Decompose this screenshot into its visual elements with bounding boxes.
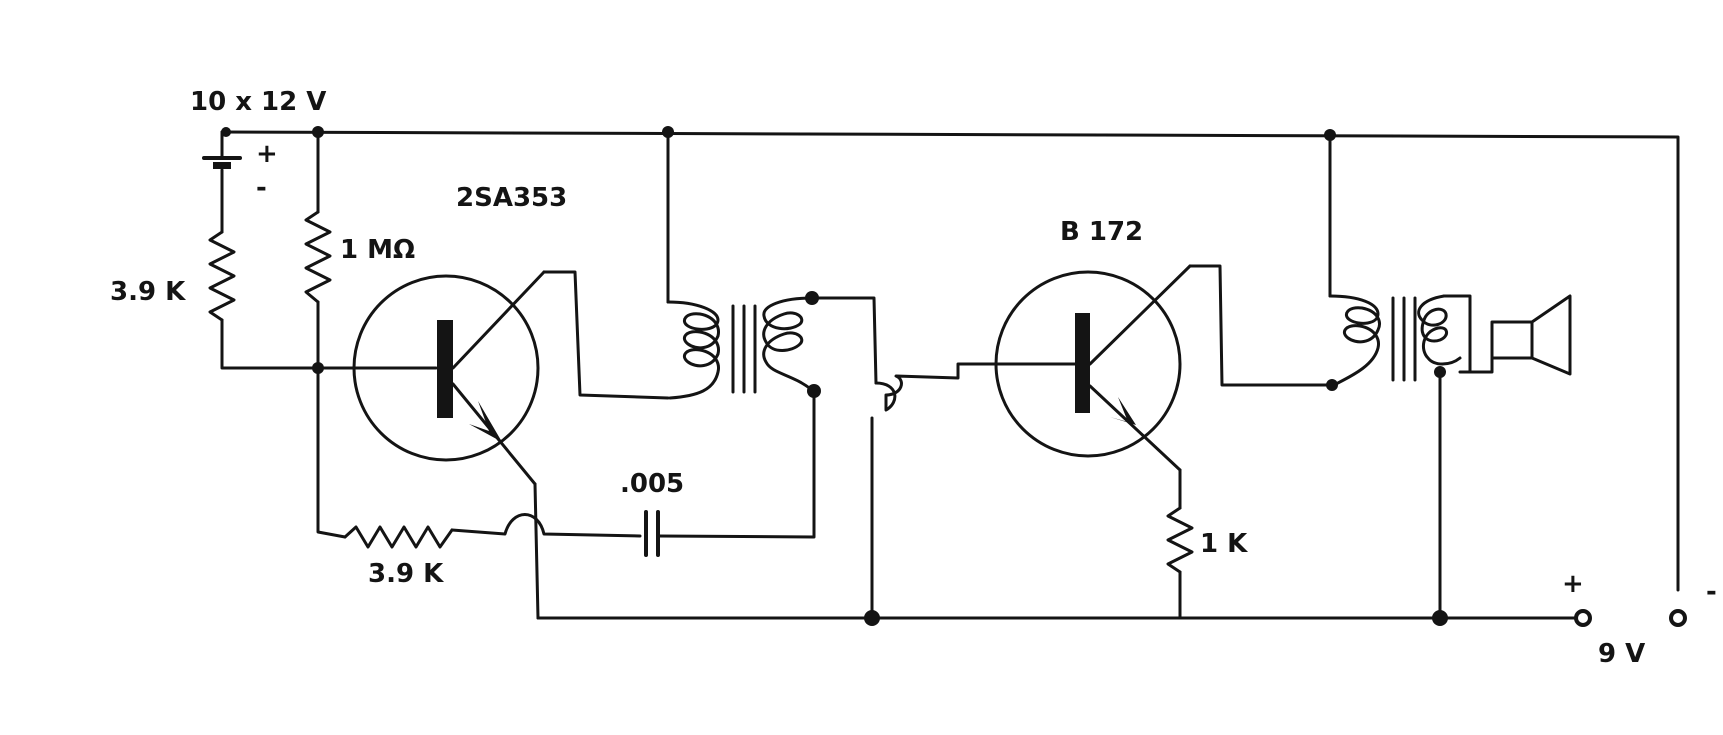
battery-minus-label: - — [256, 173, 267, 203]
r2-wire-bottom — [316, 300, 347, 539]
resistor-r1 — [208, 230, 236, 322]
r2-label: 1 MΩ — [340, 235, 415, 265]
c1-wire — [656, 391, 816, 539]
transistor-q2 — [994, 264, 1192, 472]
supply-voltage-label: 10 x 12 V — [190, 87, 326, 117]
speaker-icon — [1468, 294, 1572, 376]
capacitor-c1 — [644, 510, 660, 557]
top-rail-wire — [220, 130, 1680, 592]
transistor-q1 — [316, 270, 546, 486]
resistor-r4 — [1166, 506, 1194, 574]
r3-label: 3.9 K — [368, 559, 444, 589]
output-terminal-plus — [1574, 609, 1592, 627]
r1-wire — [220, 318, 320, 370]
t1-secondary-wire — [874, 362, 1081, 412]
q2-collector-wire — [1188, 264, 1334, 387]
junction-dots — [221, 126, 1448, 626]
output-plus-label: + — [1562, 569, 1584, 599]
r1-label: 3.9 K — [110, 277, 186, 307]
q2-label: B 172 — [1060, 217, 1143, 247]
c1-label: .005 — [620, 469, 684, 499]
transformer-t1 — [666, 130, 878, 400]
output-voltage-label: 9 V — [1598, 639, 1645, 669]
battery-symbol — [202, 130, 242, 234]
q1-emitter-wire — [533, 482, 540, 620]
output-minus-label: - — [1706, 577, 1717, 607]
feedback-wire — [450, 513, 642, 538]
transformer-t2 — [1328, 133, 1472, 620]
q1-label: 2SA353 — [456, 183, 567, 213]
resistor-r2 — [304, 210, 332, 304]
r4-label: 1 K — [1200, 529, 1248, 559]
battery-plus-label: + — [256, 139, 278, 169]
q1-collector-wire — [542, 270, 670, 400]
output-terminal-minus — [1669, 609, 1687, 627]
resistor-r3 — [343, 525, 454, 549]
